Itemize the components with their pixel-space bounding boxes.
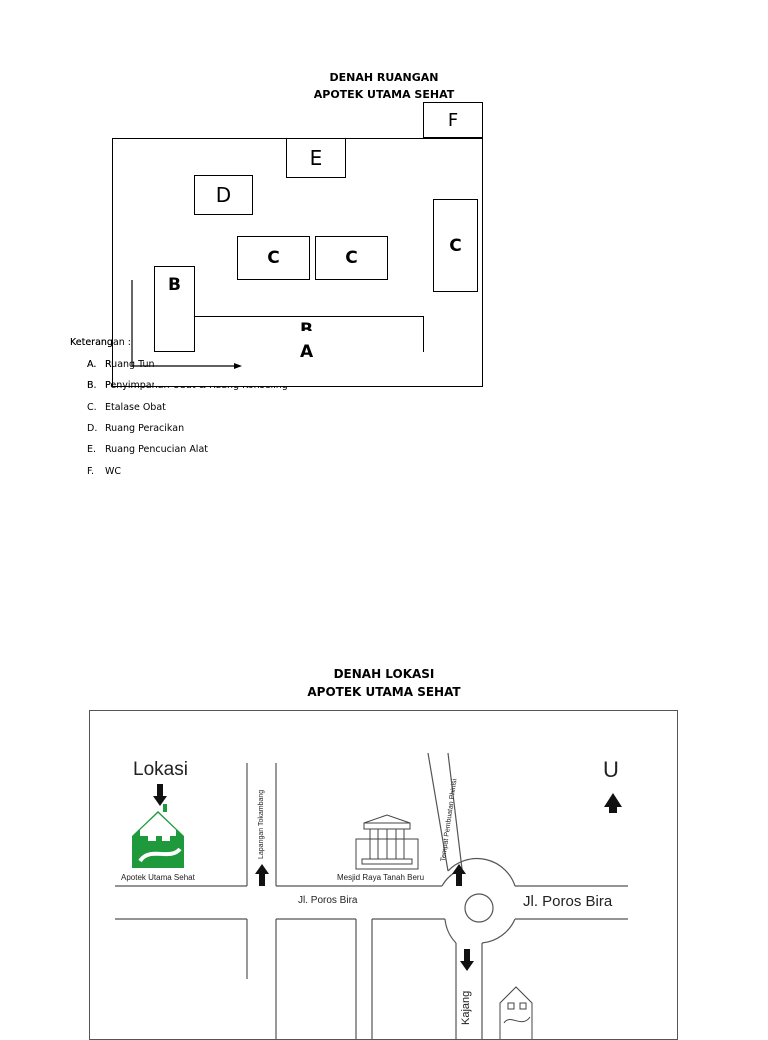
road-network: [115, 752, 628, 1039]
room-c-3: C: [433, 199, 478, 292]
counter-bottom-line: [154, 351, 195, 352]
street-label-kajang: Kajang: [460, 990, 472, 1025]
pharmacy-house-icon: [132, 804, 184, 868]
mosque-icon: [355, 814, 419, 870]
room-plan-title-line2: APOTEK UTAMA SEHAT: [313, 88, 455, 101]
house-icon: [499, 986, 533, 1039]
room-plan-title: DENAH RUANGAN APOTEK UTAMA SEHAT: [284, 69, 484, 103]
road-label-right: Jl. Poros Bira: [523, 893, 613, 910]
room-f: F: [423, 102, 483, 138]
room-a-label: A: [300, 342, 314, 362]
location-map-title-line2: APOTEK UTAMA SEHAT: [307, 685, 461, 699]
counter-right-line: [423, 316, 424, 352]
room-c-1: C: [237, 236, 310, 280]
room-plan-title-line1: DENAH RUANGAN: [329, 71, 439, 84]
room-b: B: [154, 266, 195, 352]
mosque-label: Mesjid Raya Tanah Beru: [337, 873, 425, 882]
room-c-2: C: [315, 236, 388, 280]
pharmacy-label: Apotek Utama Sehat: [121, 873, 195, 882]
lokasi-label: Lokasi: [133, 759, 188, 780]
legend-title: Keterangan :: [70, 337, 132, 348]
north-arrow-icon: [604, 793, 622, 813]
counter-top-line: [195, 316, 424, 317]
street-label-lapangan: Lapangan Tokambang: [258, 789, 265, 859]
room-b-label: B: [168, 275, 181, 295]
location-map-title-line1: DENAH LOKASI: [333, 667, 435, 681]
entrance-arrow-icon: [131, 280, 242, 369]
room-d: D: [194, 175, 253, 215]
road-label-left: Jl. Poros Bira: [298, 895, 358, 906]
room-e: E: [286, 138, 346, 178]
legend-overlap-title: Keterangan :: [70, 337, 132, 348]
location-map: Lokasi U Apotek Utama Sehat Mesjid Raya …: [89, 710, 678, 1040]
legend-overlap: Keterangan : A.Ruang Tunggu B.Penyimpana…: [70, 337, 154, 387]
room-b-cut-label: B: [300, 322, 320, 331]
location-map-title: DENAH LOKASI APOTEK UTAMA SEHAT: [284, 665, 484, 701]
north-label: U: [603, 757, 619, 782]
